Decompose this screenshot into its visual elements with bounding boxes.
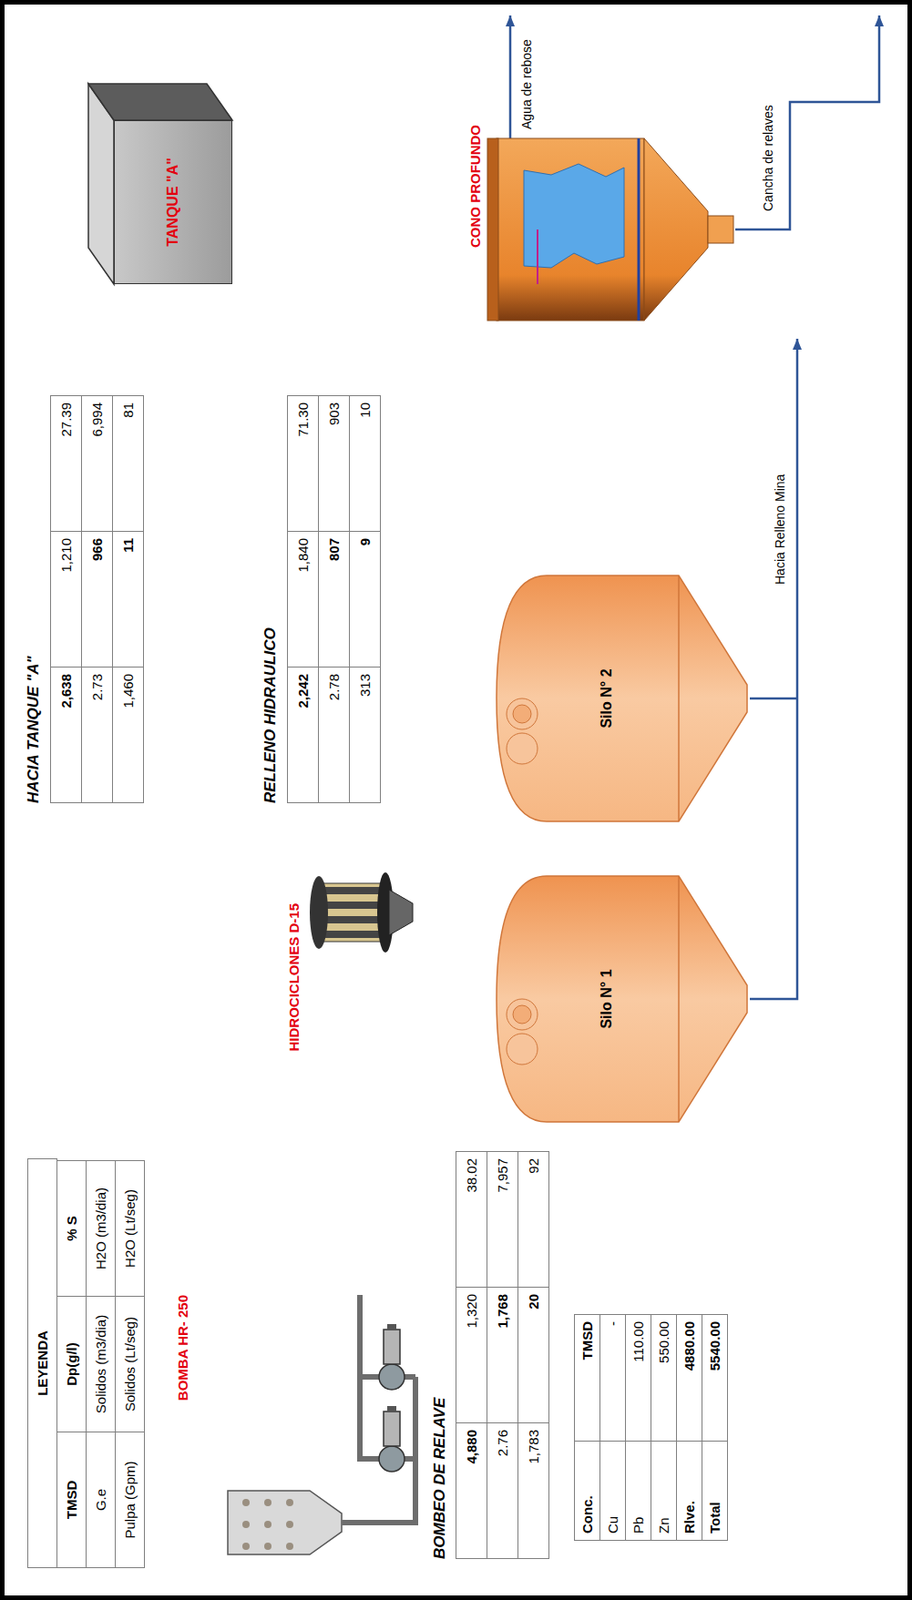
table-cell: TMSD — [56, 1432, 87, 1569]
table-cell: 2,242 — [286, 666, 319, 804]
table-cell: 38.02 — [455, 1151, 488, 1289]
table-cell: Solidos (Lt/seg) — [114, 1296, 145, 1434]
tailings-line — [735, 15, 880, 230]
table-cell: 4880.00 — [676, 1314, 703, 1443]
table-title: BOMBEO DE RELAVE — [430, 1398, 450, 1560]
table-cell: 10 — [348, 395, 381, 533]
table-cell: 1,460 — [112, 666, 144, 804]
flow-label: Agua de rebose — [519, 39, 534, 130]
table-cell: 903 — [317, 395, 350, 533]
table-cell: 807 — [317, 531, 350, 668]
pump-figure: BOMBA HR- 250 — [173, 1295, 420, 1560]
node-label: Silo N° 2 — [598, 575, 615, 822]
table-title: HACIA TANQUE "A" — [24, 655, 43, 804]
hydrocyclone-cluster: HIDROCICLONES D-15 — [305, 867, 415, 959]
pump-figure-drawing — [173, 1295, 420, 1560]
table-cell: 4,880 — [455, 1423, 488, 1560]
hydrocyclone-cluster-drawing — [305, 867, 415, 959]
silo-shape-drawing — [496, 876, 749, 1123]
table-cell: 1,783 — [517, 1423, 550, 1560]
table-cell: 1,768 — [486, 1287, 519, 1425]
table-cell: 11 — [112, 531, 144, 668]
table-cell: Pb — [625, 1441, 652, 1542]
table-cell: 2.73 — [81, 666, 113, 804]
table-cell: 2,638 — [50, 666, 82, 804]
table-cell: 7,957 — [486, 1151, 519, 1289]
silo-shape-drawing — [496, 575, 749, 822]
table-cell: 27.39 — [50, 395, 82, 533]
table-cell: G.e — [85, 1432, 116, 1569]
table-cell: 81 — [112, 395, 144, 533]
table-cell: 92 — [517, 1151, 550, 1289]
table-cell: Dp(g/l) — [56, 1296, 87, 1434]
table-cell: 1,210 — [50, 531, 82, 668]
table-cell: 71.30 — [286, 395, 319, 533]
overflow-line — [509, 15, 513, 139]
silo-shape: Silo N° 1 — [496, 876, 749, 1123]
table-cell: - — [599, 1314, 626, 1443]
flow-label: Cancha de relaves — [760, 104, 776, 212]
table-cell: H2O (Lt/seg) — [114, 1160, 145, 1298]
table-cell: 2.76 — [486, 1423, 519, 1560]
tank-box: TANQUE "A" — [113, 120, 233, 285]
flow-label: Hacia Relleno Mina — [772, 474, 788, 585]
table-cell: % S — [56, 1160, 87, 1298]
table-cell: 9 — [348, 531, 381, 668]
table-cell: Zn — [650, 1441, 677, 1542]
table-cell: Solidos (m3/dia) — [85, 1296, 116, 1434]
table-cell: 6,994 — [81, 395, 113, 533]
deep-cone-thickener: CONO PROFUNDO — [487, 138, 736, 321]
node-label: BOMBA HR- 250 — [174, 1295, 191, 1402]
table-cell: 20 — [517, 1287, 550, 1425]
node-label: Silo N° 1 — [598, 876, 615, 1123]
table-cell: Pulpa (Gpm) — [114, 1432, 145, 1569]
table-cell: 2.78 — [317, 666, 350, 804]
table-cell: Cu — [599, 1441, 626, 1542]
mine-fill-line — [749, 697, 798, 701]
table-cell: Conc. — [573, 1441, 601, 1542]
table-cell: 1,840 — [286, 531, 319, 668]
table-cell: TMSD — [573, 1314, 601, 1443]
table-cell: 1,320 — [455, 1287, 488, 1425]
table-cell: 550.00 — [650, 1314, 677, 1443]
table-cell: 966 — [81, 531, 113, 668]
node-label: CONO PROFUNDO — [467, 124, 483, 248]
silo-shape: Silo N° 2 — [496, 575, 749, 822]
table-cell: LEYENDA — [27, 1158, 58, 1569]
table-cell: 5540.00 — [701, 1314, 728, 1443]
table-cell: Rlve. — [676, 1441, 703, 1542]
table-title: RELLENO HIDRAULICO — [261, 627, 280, 804]
node-label: TANQUE "A" — [164, 157, 182, 247]
table-cell: H2O (m3/dia) — [85, 1160, 116, 1298]
table-cell: 110.00 — [625, 1314, 652, 1443]
tank-faces — [88, 83, 233, 285]
node-label: HIDROCICLONES D-15 — [286, 903, 302, 1053]
deep-cone-thickener-drawing — [487, 138, 736, 321]
mine-fill-line — [749, 338, 798, 1000]
table-cell: 313 — [348, 666, 381, 804]
table-cell: Total — [701, 1441, 728, 1542]
